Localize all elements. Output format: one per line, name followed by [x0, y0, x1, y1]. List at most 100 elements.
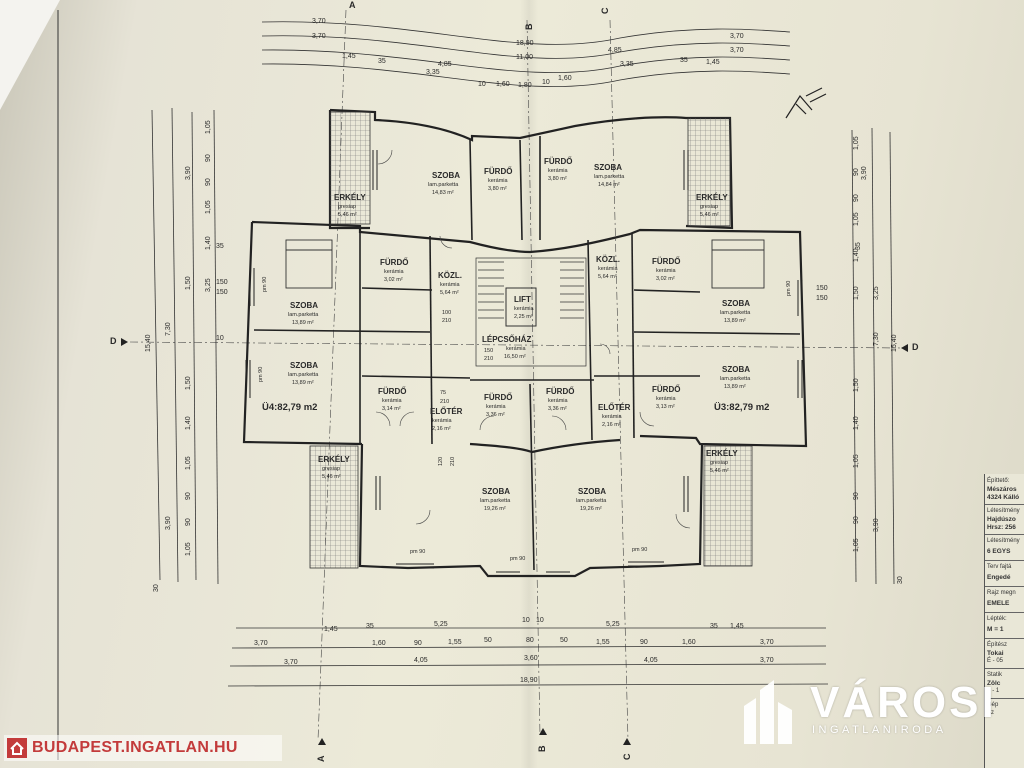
svg-text:gresiap: gresiap: [322, 466, 340, 472]
svg-text:100: 100: [442, 310, 451, 316]
svg-text:3,14 m²: 3,14 m²: [382, 406, 401, 412]
title-block-line: Zölc: [987, 680, 1001, 687]
top-dimension-lines: [261, 21, 791, 87]
section-mark-d-left: D: [110, 336, 117, 346]
room-furdo-bl: FÜRDŐ kerámia 3,14 m²: [378, 387, 406, 412]
bed-icons: [285, 239, 765, 289]
svg-text:3,25: 3,25: [873, 286, 880, 300]
svg-text:3,80 m²: 3,80 m²: [548, 176, 567, 182]
room-furdo-br: FÜRDŐ kerámia 3,13 m²: [652, 385, 680, 410]
svg-text:kerámia: kerámia: [384, 269, 405, 275]
svg-text:3,70: 3,70: [760, 639, 774, 646]
svg-text:4,05: 4,05: [414, 657, 428, 664]
room-furdo-ml: FÜRDŐ kerámia 3,02 m²: [380, 258, 408, 283]
dim-top-r1-a: 3,70: [312, 18, 326, 25]
dim-top-r3-b: 35: [378, 58, 386, 65]
svg-text:3,90: 3,90: [185, 166, 192, 180]
svg-text:SZOBA: SZOBA: [290, 361, 318, 370]
svg-text:4,05: 4,05: [644, 657, 658, 664]
watermark-right-sub: INGATLANIRODA: [812, 724, 947, 736]
section-mark-c-bottom: C: [622, 753, 632, 760]
svg-text:150: 150: [484, 348, 493, 354]
svg-text:90: 90: [414, 640, 422, 647]
title-block-line: Tokai: [987, 650, 1004, 657]
room-szoba-br: SZOBA lam.parketta 19,26 m²: [576, 487, 607, 512]
svg-text:1,05: 1,05: [205, 200, 212, 214]
lift-shaft: [505, 287, 537, 327]
svg-text:SZOBA: SZOBA: [482, 487, 510, 496]
svg-text:FÜRDŐ: FÜRDŐ: [652, 257, 680, 266]
bed-left-icon: [285, 239, 333, 289]
svg-text:pm 90: pm 90: [262, 277, 268, 292]
svg-text:2,16 m²: 2,16 m²: [602, 422, 621, 428]
svg-text:ERKÉLY: ERKÉLY: [334, 193, 366, 202]
svg-text:SZOBA: SZOBA: [290, 301, 318, 310]
dim-top-r4-f: 1,60: [558, 75, 572, 82]
svg-text:lam.parketta: lam.parketta: [480, 498, 511, 504]
svg-text:gresiap: gresiap: [338, 204, 356, 210]
svg-text:pm 90: pm 90: [786, 281, 792, 296]
svg-text:lam.parketta: lam.parketta: [720, 310, 751, 316]
svg-text:kerámia: kerámia: [432, 418, 453, 424]
title-block-line: Engedé: [987, 574, 1011, 581]
section-mark-c-top: C: [600, 7, 610, 14]
svg-text:13,89 m²: 13,89 m²: [724, 318, 746, 324]
svg-text:90: 90: [853, 492, 860, 500]
dim-top-r4-a: 3,35: [426, 69, 440, 76]
unit-label-right: Ü3:82,79 m2: [714, 402, 769, 413]
svg-text:19,26 m²: 19,26 m²: [484, 506, 506, 512]
room-szoba-tr: SZOBA lam.parketta 14,84 m²: [594, 163, 625, 188]
svg-text:3,70: 3,70: [254, 640, 268, 647]
balcony-tl: [329, 111, 371, 225]
section-mark-b-bottom: B: [537, 745, 547, 752]
svg-text:90: 90: [853, 516, 860, 524]
room-furdo-tr: FÜRDŐ kerámia 3,80 m²: [544, 157, 572, 182]
svg-text:3,90: 3,90: [873, 518, 880, 532]
svg-text:90: 90: [185, 518, 192, 526]
svg-text:5,46 m²: 5,46 m²: [338, 212, 357, 218]
dim-top-r2-b: 11,00: [516, 54, 533, 61]
title-block-line: Rajz megn: [987, 590, 1016, 596]
house-icon: [6, 737, 28, 759]
svg-text:1,50: 1,50: [185, 376, 192, 390]
svg-text:3,36 m²: 3,36 m²: [486, 412, 505, 418]
svg-text:50: 50: [560, 637, 568, 644]
svg-text:1,60: 1,60: [372, 640, 386, 647]
room-szoba-r1: SZOBA lam.parketta 13,89 m²: [720, 299, 751, 324]
svg-text:1,50: 1,50: [853, 378, 860, 392]
bottom-dimension-lines: [227, 627, 829, 687]
section-mark-d-right: D: [912, 342, 919, 352]
room-furdo-bmr: FÜRDŐ kerámia 3,36 m²: [546, 387, 574, 412]
svg-text:35: 35: [366, 623, 374, 630]
title-block-line: Mészáros: [987, 486, 1017, 493]
svg-text:FÜRDŐ: FÜRDŐ: [484, 393, 512, 402]
svg-text:3,36 m²: 3,36 m²: [548, 406, 567, 412]
svg-text:lam.parketta: lam.parketta: [594, 174, 625, 180]
svg-text:KÖZL.: KÖZL.: [438, 271, 462, 280]
svg-text:lam.parketta: lam.parketta: [288, 312, 319, 318]
balcony-br: [703, 445, 753, 567]
svg-text:1,50: 1,50: [185, 276, 192, 290]
svg-text:LIFT: LIFT: [514, 295, 531, 304]
svg-text:5,64 m²: 5,64 m²: [440, 290, 459, 296]
svg-text:210: 210: [450, 457, 456, 466]
svg-text:90: 90: [640, 639, 648, 646]
watermark-left-text: BUDAPEST.INGATLAN.HU: [32, 739, 238, 756]
svg-text:FÜRDŐ: FÜRDŐ: [546, 387, 574, 396]
svg-text:1,05: 1,05: [205, 120, 212, 134]
svg-text:80: 80: [526, 637, 534, 644]
room-lepcsohaz: LÉPCSŐHÁZ kerámia 16,50 m²: [482, 335, 531, 360]
svg-text:pm 90: pm 90: [632, 547, 647, 553]
svg-text:10: 10: [216, 335, 224, 342]
svg-text:1,05: 1,05: [185, 456, 192, 470]
room-kozl-r: KÖZL. kerámia 5,64 m²: [596, 255, 620, 280]
staircase: [475, 257, 587, 367]
svg-text:SZOBA: SZOBA: [722, 365, 750, 374]
svg-text:50: 50: [484, 637, 492, 644]
door-swings: [375, 149, 691, 529]
room-szoba-bl: SZOBA lam.parketta 19,26 m²: [480, 487, 511, 512]
svg-text:3,02 m²: 3,02 m²: [656, 276, 675, 282]
svg-text:15,40: 15,40: [891, 334, 898, 352]
svg-text:kerámia: kerámia: [602, 414, 623, 420]
